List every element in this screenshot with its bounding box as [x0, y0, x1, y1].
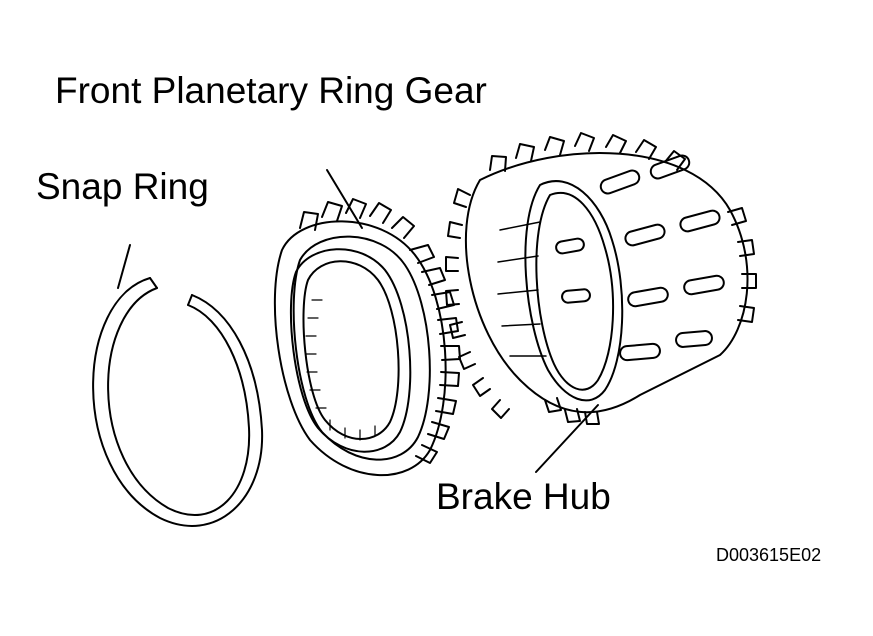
snap-ring-leader: [117, 244, 131, 289]
ring-gear-leader: [326, 169, 363, 229]
brake-hub: [445, 132, 757, 425]
snap-ring: [92, 277, 264, 527]
figure-id-label: D003615E02: [716, 545, 822, 565]
snap-ring-label: Snap Ring: [36, 166, 209, 207]
ring-gear: [273, 198, 461, 477]
brake-hub-label: Brake Hub: [436, 476, 611, 517]
ring-gear-label: Front Planetary Ring Gear: [55, 70, 487, 111]
brake-hub-leader: [535, 404, 599, 473]
